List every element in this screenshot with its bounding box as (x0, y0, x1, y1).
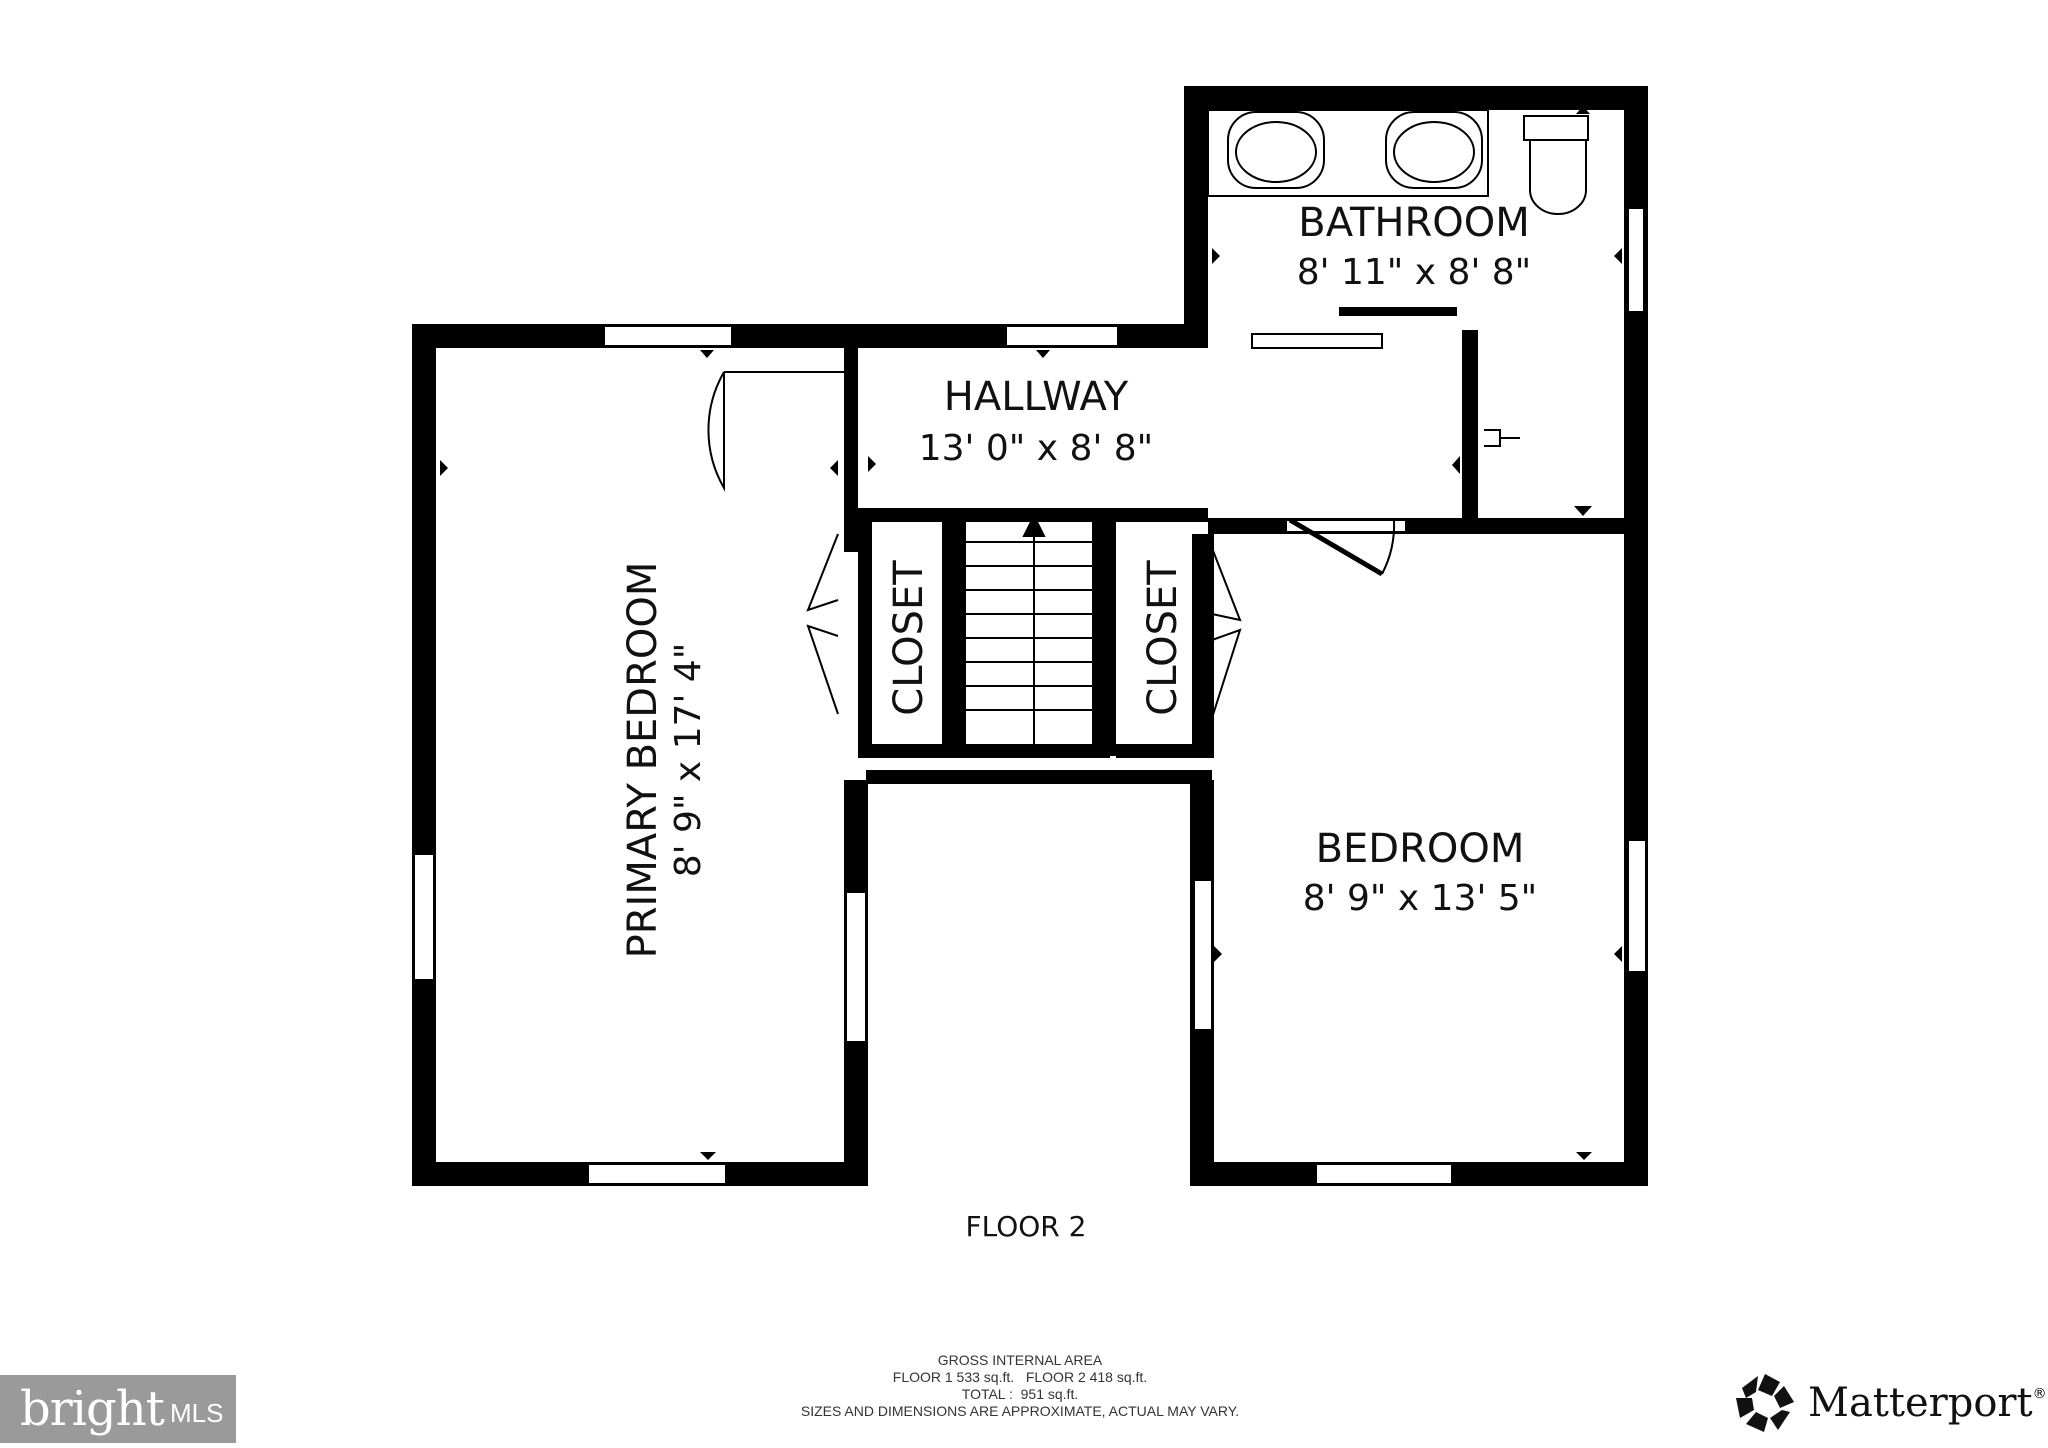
bathroom-name: BATHROOM (1298, 200, 1529, 246)
measurement-ticks (440, 106, 1622, 1160)
hallway-name: HALLWAY (944, 374, 1129, 420)
matterport-registered-mark: ® (2032, 1386, 2047, 1402)
area-summary: GROSS INTERNAL AREA FLOOR 1 533 sq.ft. F… (600, 1352, 1440, 1420)
matterport-mark-icon (1736, 1374, 1794, 1432)
bright-mls-logo: bright MLS (0, 1375, 236, 1443)
matterport-logo: Matterport ® (1734, 1372, 2047, 1434)
primary-bedroom-dims: 8' 9" x 17' 4" (668, 643, 709, 878)
mls-logo-word: MLS (169, 1397, 224, 1428)
bathroom-fixtures (1207, 109, 1589, 447)
area-disclaimer: SIZES AND DIMENSIONS ARE APPROXIMATE, AC… (800, 1403, 1240, 1419)
closet-right-name: CLOSET (1140, 560, 1186, 716)
bedroom-dims: 8' 9" x 13' 5" (1303, 878, 1538, 919)
floor-label: FLOOR 2 (966, 1210, 1087, 1243)
closet-left-name: CLOSET (886, 560, 932, 716)
primary-bedroom-name: PRIMARY BEDROOM (620, 562, 666, 959)
area-total: TOTAL : 951 sq.ft. (961, 1386, 1079, 1402)
area-floors: FLOOR 1 533 sq.ft. FLOOR 2 418 sq.ft. (892, 1369, 1148, 1385)
hallway-dims: 13' 0" x 8' 8" (919, 428, 1154, 469)
walls (412, 86, 1648, 1186)
matterport-wordmark: Matterport (1808, 1380, 2033, 1426)
bathroom-dims: 8' 11" x 8' 8" (1297, 252, 1532, 293)
door-swings (707, 371, 1396, 719)
area-heading: GROSS INTERNAL AREA (937, 1352, 1103, 1368)
bright-logo-word: bright (20, 1381, 165, 1437)
windows (413, 207, 1647, 1185)
stairs (966, 513, 1092, 744)
bedroom-name: BEDROOM (1316, 826, 1525, 872)
